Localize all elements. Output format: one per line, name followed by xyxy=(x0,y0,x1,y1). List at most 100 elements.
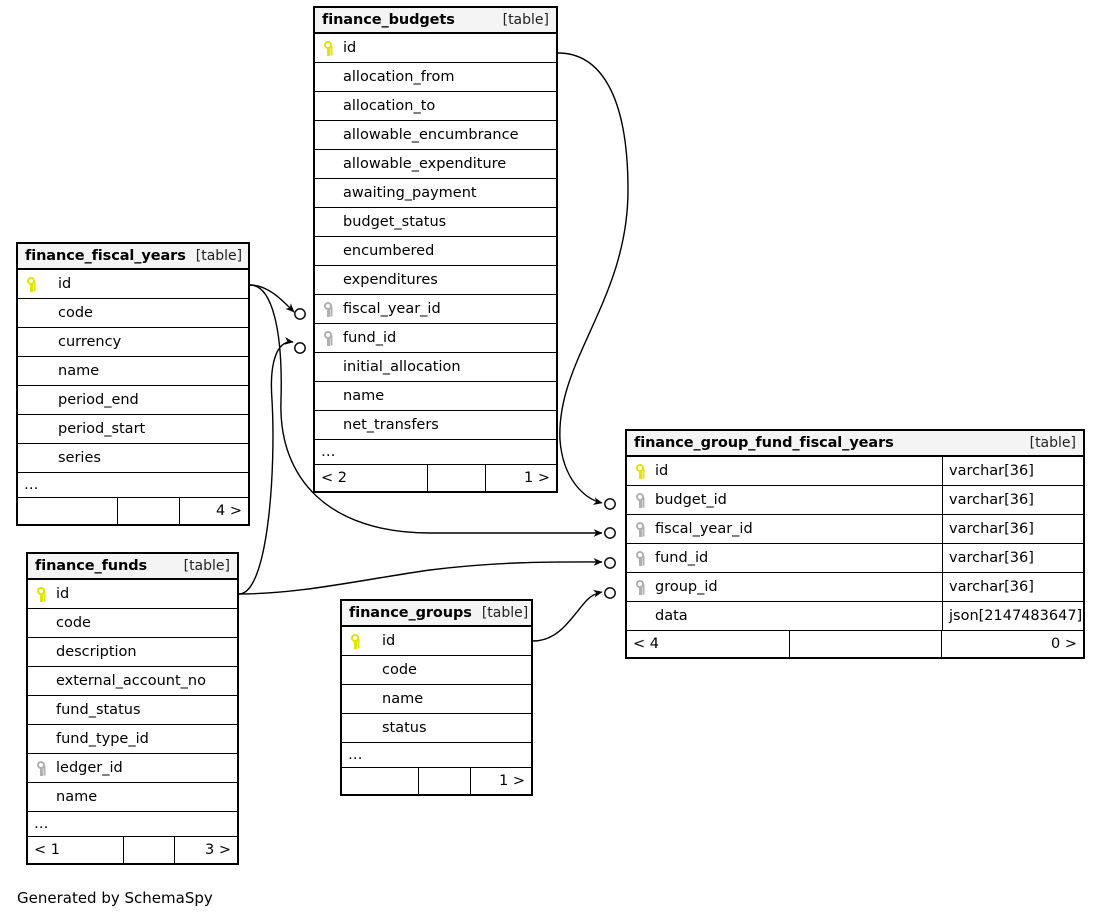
column-name: code xyxy=(382,662,417,678)
table-row[interactable]: code xyxy=(18,299,248,328)
table-row[interactable]: id xyxy=(18,270,248,299)
table-row[interactable]: id varchar[36] xyxy=(627,457,1083,486)
more-columns-indicator: … xyxy=(28,812,237,837)
column-cell: initial_allocation xyxy=(315,353,556,381)
table-row[interactable]: id xyxy=(315,34,556,63)
table-row[interactable]: fiscal_year_id varchar[36] xyxy=(627,515,1083,544)
foreign-key-icon xyxy=(635,492,655,508)
table-row[interactable]: name xyxy=(315,382,556,411)
column-name: id xyxy=(58,276,72,292)
table-footer: < 2 1 > xyxy=(315,465,556,491)
column-name: id xyxy=(655,463,669,479)
table-row[interactable]: allocation_to xyxy=(315,92,556,121)
table-row[interactable]: ledger_id xyxy=(28,754,237,783)
footer-middle xyxy=(419,768,471,794)
table-row[interactable]: name xyxy=(28,783,237,812)
table-row[interactable]: external_account_no xyxy=(28,667,237,696)
column-name: allowable_expenditure xyxy=(343,156,507,172)
table-row[interactable]: fund_id xyxy=(315,324,556,353)
footer-children-count[interactable]: 3 > xyxy=(205,842,231,858)
column-name: description xyxy=(56,644,137,660)
table-row[interactable]: net_transfers xyxy=(315,411,556,440)
column-cell: group_id xyxy=(627,573,942,601)
table-row[interactable]: code xyxy=(28,609,237,638)
column-cell: name xyxy=(342,685,531,713)
column-cell: allowable_expenditure xyxy=(315,150,556,178)
table-row[interactable]: budget_id varchar[36] xyxy=(627,486,1083,515)
column-name: name xyxy=(58,363,100,379)
column-name: data xyxy=(655,608,688,624)
footer-parents-count[interactable] xyxy=(18,498,118,524)
generator-credit: Generated by SchemaSpy xyxy=(17,889,213,907)
table-header: finance_group_fund_fiscal_years [table] xyxy=(627,431,1083,457)
table-finance-budgets[interactable]: finance_budgets [table] id allocation_fr… xyxy=(313,6,558,493)
column-name: allocation_to xyxy=(343,98,436,114)
footer-parents-count[interactable]: < 1 xyxy=(28,837,124,863)
table-row[interactable]: period_start xyxy=(18,415,248,444)
footer-children-count[interactable]: 1 > xyxy=(524,470,550,486)
table-row[interactable]: fund_type_id xyxy=(28,725,237,754)
table-row[interactable]: id xyxy=(28,580,237,609)
table-row[interactable]: fiscal_year_id xyxy=(315,295,556,324)
table-finance-group-fund-fiscal-years[interactable]: finance_group_fund_fiscal_years [table] … xyxy=(625,429,1085,659)
column-name: group_id xyxy=(655,579,718,595)
table-row[interactable]: allowable_encumbrance xyxy=(315,121,556,150)
table-finance-fiscal-years[interactable]: finance_fiscal_years [table] id code cur… xyxy=(16,242,250,526)
footer-parents-count[interactable] xyxy=(342,768,419,794)
column-cell: status xyxy=(342,714,531,742)
edge-fiscalyears-to-budgets-fiscalyearid xyxy=(249,284,295,313)
table-row[interactable]: budget_status xyxy=(315,208,556,237)
edge-endpoint-circle xyxy=(604,587,616,599)
column-name: expenditures xyxy=(343,272,438,288)
table-row[interactable]: name xyxy=(342,685,531,714)
footer-middle xyxy=(118,498,180,524)
footer-children-count[interactable]: 4 > xyxy=(216,503,242,519)
table-kind-label: [table] xyxy=(195,248,243,264)
table-row[interactable]: group_id varchar[36] xyxy=(627,573,1083,602)
table-row[interactable]: fund_status xyxy=(28,696,237,725)
footer-children-count[interactable]: 0 > xyxy=(1051,636,1077,652)
table-row[interactable]: allocation_from xyxy=(315,63,556,92)
footer-parents-count[interactable]: < 2 xyxy=(315,465,428,491)
table-row[interactable]: fund_id varchar[36] xyxy=(627,544,1083,573)
column-name: net_transfers xyxy=(343,417,439,433)
column-name: fund_status xyxy=(56,702,141,718)
table-row[interactable]: awaiting_payment xyxy=(315,179,556,208)
table-row[interactable]: series xyxy=(18,444,248,473)
edge-budgets-to-gffy-budgetid xyxy=(557,52,629,505)
column-cell: awaiting_payment xyxy=(315,179,556,207)
table-row[interactable]: allowable_expenditure xyxy=(315,150,556,179)
table-finance-groups[interactable]: finance_groups [table] id code name xyxy=(340,599,533,796)
column-name: id xyxy=(56,586,70,602)
column-name: currency xyxy=(58,334,122,350)
table-kind-label: [table] xyxy=(502,12,549,28)
edge-endpoint-circle xyxy=(604,557,616,569)
table-row[interactable]: id xyxy=(342,627,531,656)
column-name: external_account_no xyxy=(56,673,206,689)
table-footer: 4 > xyxy=(18,498,248,524)
table-row[interactable]: code xyxy=(342,656,531,685)
table-row[interactable]: period_end xyxy=(18,386,248,415)
table-footer: 1 > xyxy=(342,768,531,794)
foreign-key-icon xyxy=(635,521,655,537)
table-row[interactable]: data json[2147483647] xyxy=(627,602,1083,631)
table-footer: < 1 3 > xyxy=(28,837,237,863)
table-finance-funds[interactable]: finance_funds [table] id code descriptio… xyxy=(26,552,239,865)
column-cell: description xyxy=(28,638,237,666)
footer-parents-count[interactable]: < 4 xyxy=(627,631,790,657)
table-row[interactable]: name xyxy=(18,357,248,386)
table-row[interactable]: status xyxy=(342,714,531,743)
table-row[interactable]: encumbered xyxy=(315,237,556,266)
edge-groups-to-gffy-groupid xyxy=(532,589,603,642)
table-row[interactable]: initial_allocation xyxy=(315,353,556,382)
footer-children-count[interactable]: 1 > xyxy=(499,773,525,789)
table-row[interactable]: currency xyxy=(18,328,248,357)
column-cell: code xyxy=(342,656,531,684)
column-name: status xyxy=(382,720,427,736)
table-row[interactable]: expenditures xyxy=(315,266,556,295)
more-columns-indicator: … xyxy=(18,473,248,498)
table-row[interactable]: description xyxy=(28,638,237,667)
column-cell: fiscal_year_id xyxy=(627,515,942,543)
column-cell: budget_id xyxy=(627,486,942,514)
column-cell: id xyxy=(342,627,531,655)
